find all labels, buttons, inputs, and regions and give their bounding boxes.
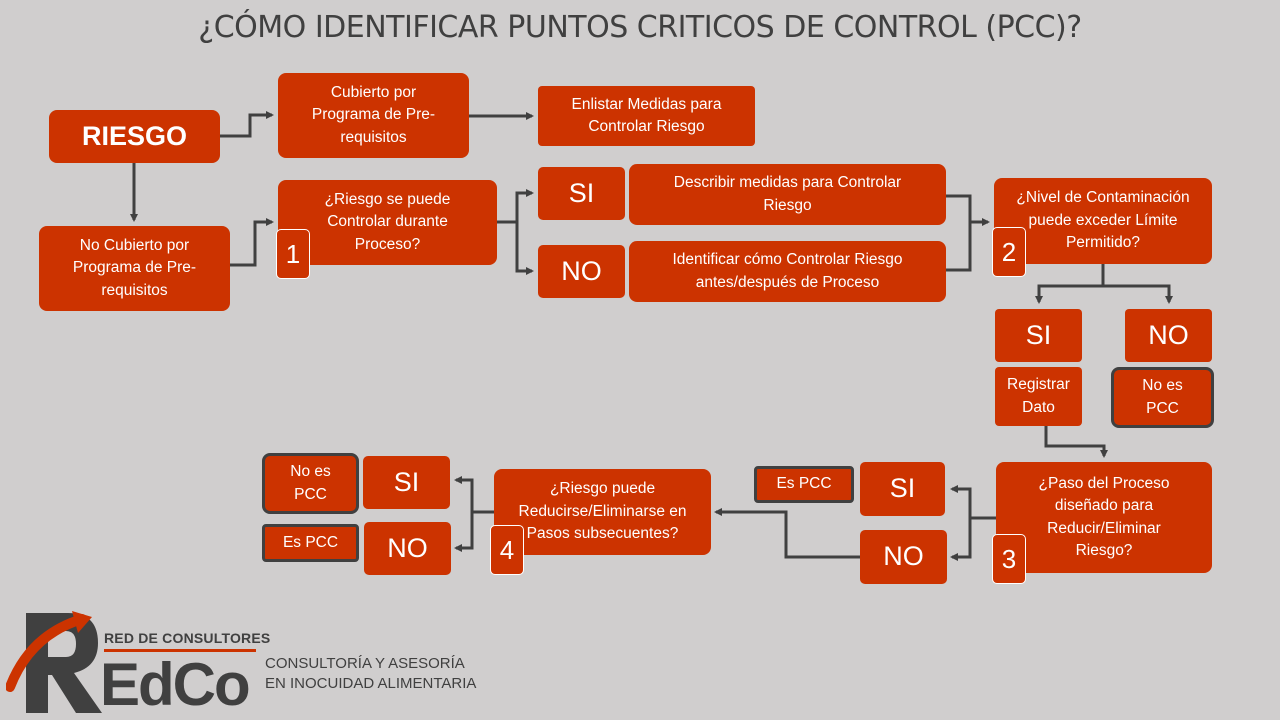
q3-si-node: SI	[860, 462, 945, 516]
logo-tagline-2: EN INOCUIDAD ALIMENTARIA	[265, 674, 477, 692]
riesgo-to-cubierto	[220, 111, 274, 138]
q4-to-si	[454, 476, 494, 514]
identificar-node: Identificar cómo Controlar Riesgo antes/…	[629, 241, 946, 302]
q1-node: ¿Riesgo se puede Controlar durante Proce…	[278, 180, 497, 265]
q3-es-pcc-node: Es PCC	[754, 466, 854, 503]
q1-to-si	[497, 189, 534, 224]
redco-logo-mark	[6, 611, 102, 713]
page-title: ¿CÓMO IDENTIFICAR PUNTOS CRITICOS DE CON…	[198, 10, 1082, 45]
describir-node: Describir medidas para Controlar Riesgo	[629, 164, 946, 225]
q2-no-es-pcc-node: No es PCC	[1111, 367, 1214, 428]
q2-no-node: NO	[1125, 309, 1212, 362]
step-number-1: 1	[276, 229, 310, 279]
logo-tagline: CONSULTORÍA Y ASESORÍA EN INOCUIDAD ALIM…	[265, 654, 476, 693]
q3-to-no	[950, 518, 972, 561]
q4-no-es-pcc-node: No es PCC	[262, 453, 359, 514]
q4-no-node: NO	[364, 522, 451, 575]
riesgo-node: RIESGO	[49, 110, 220, 163]
q1-to-no	[497, 220, 534, 275]
logo-divider	[104, 649, 256, 652]
q4-si-node: SI	[363, 456, 450, 509]
q3no-to-q4	[714, 508, 860, 559]
logo-wordmark: EdCo	[100, 651, 251, 718]
q4-to-no	[454, 512, 474, 552]
q2-node: ¿Nivel de Contaminación puede exceder Lí…	[994, 178, 1212, 264]
q2-to-no	[1103, 284, 1173, 304]
no-cubierto-node: No Cubierto por Programa de Pre-requisit…	[39, 226, 230, 311]
identificar-to-q2	[946, 222, 972, 272]
logo-top-line: RED DE CONSULTORES	[104, 630, 271, 646]
q1-si-node: SI	[538, 167, 625, 220]
step-number-2: 2	[992, 227, 1026, 277]
q3-to-si	[950, 485, 996, 520]
q3-node: ¿Paso del Proceso diseñado para Reducir/…	[996, 462, 1212, 573]
q3-no-node: NO	[860, 530, 947, 584]
q4-node: ¿Riesgo puede Reducirse/Eliminarse en Pa…	[494, 469, 711, 555]
q2-to-si	[1035, 264, 1105, 304]
registrar-to-q3	[1044, 426, 1108, 458]
enlistar-node: Enlistar Medidas para Controlar Riesgo	[538, 86, 755, 146]
registrar-node: Registrar Dato	[995, 367, 1082, 426]
logo-tagline-1: CONSULTORÍA Y ASESORÍA	[265, 655, 465, 672]
q2-si-node: SI	[995, 309, 1082, 362]
describir-to-q2	[946, 194, 990, 226]
q1-no-node: NO	[538, 245, 625, 298]
step-number-4: 4	[490, 525, 524, 575]
q4-es-pcc-node: Es PCC	[262, 524, 359, 562]
no-cubierto-to-q1	[230, 218, 274, 267]
cubierto-node: Cubierto por Programa de Pre-requisitos	[278, 73, 469, 158]
step-number-3: 3	[992, 534, 1026, 584]
